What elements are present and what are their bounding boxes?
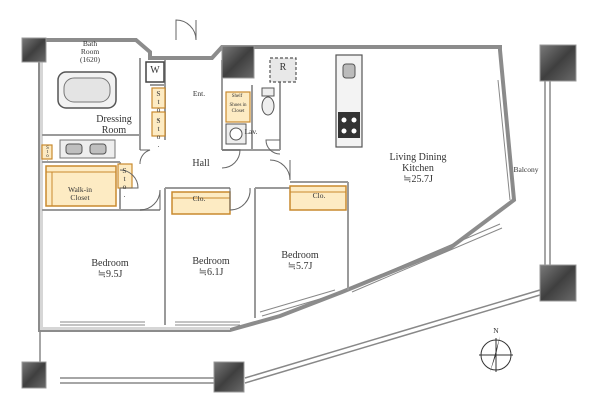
washer-label: W <box>150 65 160 76</box>
north-label: N <box>493 326 499 335</box>
closet-label-1: Clo. <box>192 194 206 203</box>
storage-boxes <box>41 87 251 189</box>
bedroom-3-label: Bedroom ≒5.7J <box>281 250 319 272</box>
washbasin-icon <box>225 123 247 145</box>
bath-room-label: Bath Room (1620) <box>80 39 100 64</box>
toilet-icon <box>261 87 275 116</box>
bathtub-icon <box>57 71 117 109</box>
exterior-walls <box>38 38 517 332</box>
storage-label-4: Sto. <box>45 146 50 162</box>
windows <box>60 79 515 326</box>
compass-icon <box>479 336 513 372</box>
storage-label-2: Sto. <box>154 116 163 148</box>
balcony-label: Balcony <box>513 165 539 174</box>
sink-counter-icon <box>59 139 116 159</box>
hall-label: Hall <box>192 158 210 169</box>
entrance-label: Ent. <box>192 89 206 98</box>
bedroom-2-label: Bedroom ≒6.1J <box>192 256 230 278</box>
balcony-outline <box>39 70 551 384</box>
dressing-room-label: Dressing Room <box>96 114 132 136</box>
storage-label-3: Sto. <box>120 166 129 198</box>
bedroom-1-label: Bedroom ≒9.5J <box>91 258 129 280</box>
closet-rails <box>172 191 346 199</box>
refrigerator-label: R <box>279 62 287 73</box>
kitchen-counter-icon <box>335 54 363 148</box>
closet-label-2: Clo. <box>312 191 326 200</box>
walkin-closet <box>45 165 117 207</box>
wall-shading <box>40 40 230 330</box>
refrigerator-icon <box>269 57 297 83</box>
washer-icon <box>145 61 165 83</box>
shoes-closet-label: Shoes in Closet <box>229 103 247 114</box>
shelf-label: Shelf <box>231 94 243 99</box>
pillars <box>21 37 577 393</box>
walkin-closet-label: Walk-in Closet <box>68 185 92 202</box>
ldk-label: Living Dining Kitchen ≒25.7J <box>389 152 447 185</box>
storage-label-1: Sto. <box>154 89 163 121</box>
door-swings <box>119 19 291 211</box>
lavatory-label: Lav. <box>244 127 258 136</box>
